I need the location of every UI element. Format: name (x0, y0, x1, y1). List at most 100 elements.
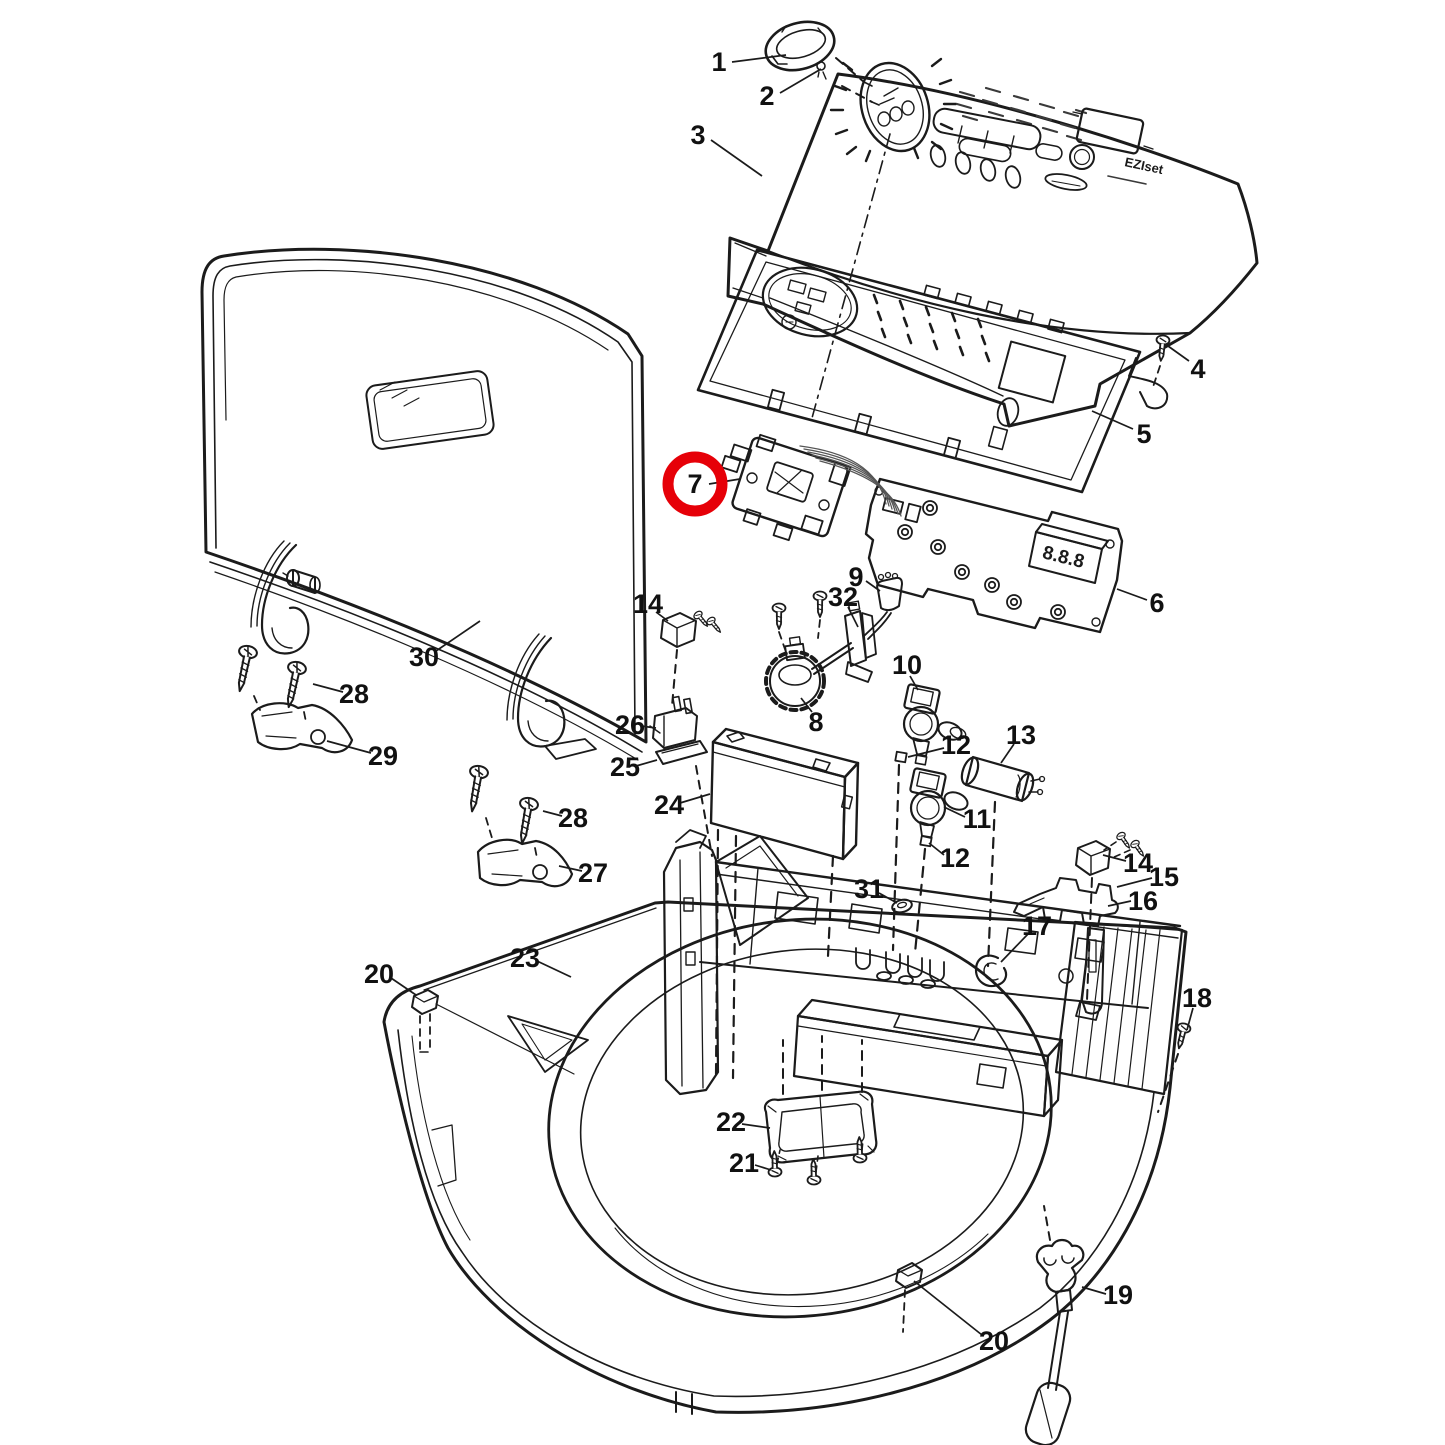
power-control-module (720, 433, 902, 542)
callout-leader-27 (558, 865, 583, 872)
console-control-panel: EZIset (726, 57, 1259, 428)
callout-leader-20 (913, 1280, 983, 1336)
rear-channel (662, 829, 1184, 1118)
callout-5: 5 (1091, 410, 1152, 449)
lid-hinge-arm-left (250, 540, 321, 655)
callout-leader-25 (635, 759, 658, 767)
inlet-valve-upper (894, 683, 967, 766)
callout-32: 32 (828, 582, 859, 628)
callout-layer: 1234567893210111212131415161718192020212… (312, 47, 1212, 1356)
part-number-14: 14 (633, 589, 663, 619)
part-number-26: 26 (615, 710, 645, 740)
part-number-7: 7 (687, 469, 702, 499)
capacitor (960, 755, 1046, 803)
program-dial (829, 57, 958, 163)
display-window (1072, 107, 1154, 155)
part-number-21: 21 (729, 1148, 759, 1178)
callout-20: 20 (913, 1280, 1009, 1356)
display-circuit-board: 8.8.8 (864, 477, 1124, 634)
panel-print-marks (955, 86, 1088, 142)
part-number-28: 28 (339, 679, 369, 709)
switch-bracket (844, 600, 877, 683)
lid-lock-lever (1024, 1205, 1085, 1445)
dispenser-box (709, 727, 860, 1080)
trim-clip-bottom (895, 1262, 923, 1333)
callout-12: 12 (907, 730, 971, 760)
hinge-bracket-lower (462, 763, 574, 888)
callout-25: 25 (610, 752, 658, 782)
lid-switch-clip-right (1075, 830, 1148, 1001)
part-number-31: 31 (854, 874, 884, 904)
fascia-panel (696, 248, 1169, 494)
callout-leader-8 (800, 697, 813, 713)
part-number-10: 10 (892, 650, 922, 680)
callout-17: 17 (1000, 911, 1052, 963)
callout-14: 14 (1102, 848, 1153, 878)
callout-10: 10 (892, 650, 922, 691)
part-number-20: 20 (979, 1326, 1009, 1356)
callout-leader-6 (1116, 588, 1148, 601)
option-buttons (929, 144, 1022, 189)
callout-leader-13 (1000, 743, 1015, 764)
lid (200, 247, 648, 761)
callout-leader-5 (1091, 410, 1134, 430)
callout-leader-22 (741, 1123, 771, 1129)
callout-leader-9 (865, 580, 881, 592)
callout-leader-30 (435, 620, 481, 652)
callout-9: 9 (848, 562, 881, 592)
part-number-25: 25 (610, 752, 640, 782)
callout-31: 31 (854, 874, 898, 904)
callout-leader-32 (847, 606, 859, 628)
ribbon-cable (799, 445, 902, 517)
part-number-14: 14 (1123, 848, 1153, 878)
callout-22: 22 (716, 1107, 771, 1137)
callout-15: 15 (1116, 862, 1179, 892)
callout-leader-24 (679, 793, 711, 804)
part-number-19: 19 (1103, 1280, 1133, 1310)
part-number-30: 30 (409, 642, 439, 672)
callout-6: 6 (1116, 588, 1165, 618)
switch-lever (1075, 927, 1105, 1021)
callout-leader-19 (1081, 1286, 1107, 1295)
callout-24: 24 (654, 790, 711, 820)
part-number-12: 12 (940, 843, 970, 873)
callout-12: 12 (928, 842, 970, 873)
part-number-24: 24 (654, 790, 684, 820)
part-number-6: 6 (1149, 588, 1164, 618)
part-number-16: 16 (1128, 886, 1158, 916)
timer-knob (764, 20, 836, 72)
callout-20: 20 (364, 959, 417, 996)
callout-21: 21 (729, 1148, 772, 1178)
top-deck (382, 900, 1188, 1415)
hose-hook (974, 954, 1008, 988)
callout-leader-28 (312, 683, 344, 693)
callout-leader-17 (1000, 933, 1029, 963)
callout-18: 18 (1182, 983, 1212, 1031)
callout-leader-23 (536, 960, 572, 978)
part-number-13: 13 (1006, 720, 1036, 750)
callout-leader-12 (907, 747, 945, 758)
callout-23: 23 (510, 943, 572, 978)
callout-27: 27 (558, 858, 608, 888)
lid-switch-clip-left (660, 608, 725, 707)
part-number-8: 8 (808, 707, 823, 737)
callout-28: 28 (542, 803, 588, 833)
part-number-1: 1 (711, 47, 726, 77)
knob-indicator (816, 61, 827, 80)
part-number-4: 4 (1190, 354, 1205, 384)
part-number-28: 28 (558, 803, 588, 833)
callout-leader-12 (928, 842, 945, 856)
cycle-selector-bar (932, 107, 1063, 163)
part-number-32: 32 (828, 582, 858, 612)
lid-hinge-arm-right (506, 633, 597, 760)
part-number-2: 2 (759, 81, 774, 111)
trim-clip-left (411, 989, 575, 1075)
part-number-9: 9 (848, 562, 863, 592)
part-number-5: 5 (1136, 419, 1151, 449)
part-number-17: 17 (1022, 911, 1052, 941)
callout-30: 30 (409, 620, 481, 672)
callout-leader-3 (710, 139, 763, 177)
callout-leader-18 (1186, 1007, 1194, 1031)
